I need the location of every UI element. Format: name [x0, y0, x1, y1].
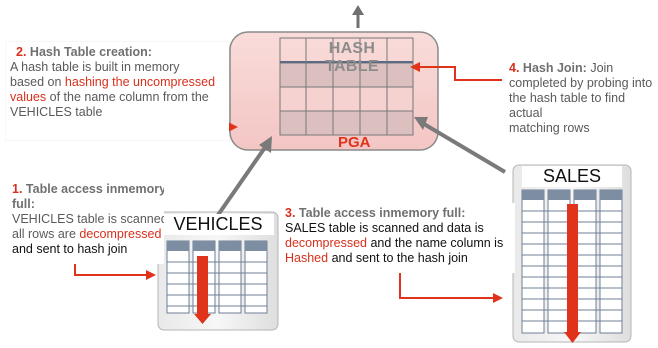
- step3-note: 3. Table access inmemory full: SALES tab…: [281, 203, 515, 273]
- step4-number: 4.: [509, 61, 520, 75]
- sales-scan-arrow: [564, 204, 581, 343]
- step1-highlight1: decompressed: [79, 227, 162, 241]
- sales-columns: [521, 189, 623, 334]
- sales-to-pga-arrow: [414, 117, 507, 174]
- step3-connector: [399, 268, 495, 299]
- step4-line3: the hash table to find actual: [509, 91, 626, 120]
- step2-note: 2. Hash Table creation: A hash table is …: [6, 42, 229, 140]
- step2-heading: Hash Table creation:: [29, 45, 152, 59]
- sales-table-name: SALES: [522, 166, 622, 187]
- vehicles-table-graphic: [157, 211, 279, 331]
- step4-line4: matching rows: [509, 121, 590, 135]
- step1-heading-a: Table access inmemory: [25, 182, 164, 196]
- step3-highlight2: Hashed: [285, 251, 329, 265]
- step2-line4: VEHICLES table: [10, 105, 103, 119]
- step3-number: 3.: [285, 206, 296, 220]
- step1-heading-b: full:: [12, 197, 35, 211]
- hash-table-grid: [279, 37, 414, 136]
- hash-table-title: HASH TABLE: [325, 40, 379, 75]
- step4-connector-head: [410, 62, 420, 72]
- step4-connector: [417, 66, 502, 81]
- step4-line1: Join: [590, 61, 614, 75]
- step4-line2: completed by probing into: [509, 76, 653, 90]
- step3-heading: Table access inmemory full:: [298, 206, 466, 220]
- step2-highlight2: values: [10, 90, 47, 104]
- step2-line3: of the name column from the: [49, 90, 209, 104]
- vehicles-scan-arrow: [194, 256, 211, 324]
- step1-note: 1. Table access inmemory full: VEHICLES …: [8, 180, 164, 264]
- step2-line1: A hash table is built in memory: [10, 60, 180, 74]
- step1-line3: and sent to hash join: [12, 242, 128, 256]
- step3-highlight1: decompressed: [285, 236, 367, 250]
- step2-highlight1: hashing the uncompressed: [64, 75, 216, 89]
- step1-line1: VEHICLES table is scanned: [12, 212, 164, 226]
- step4-note: 4. Hash Join: Join completed by probing …: [505, 58, 658, 135]
- vehicles-columns: [166, 240, 268, 314]
- step3-connector-head: [493, 293, 503, 303]
- step1-number: 1.: [12, 182, 23, 196]
- sales-table-graphic: [512, 164, 632, 343]
- step2-line2: based on: [10, 75, 62, 89]
- step4-heading: Hash Join:: [522, 61, 587, 75]
- step3-line1: SALES table is scanned and data is: [285, 221, 484, 235]
- step2-number: 2.: [16, 45, 27, 59]
- step2-connector-head: [228, 122, 238, 132]
- step3-line2: and the name column is: [370, 236, 504, 250]
- vehicles-to-pga-arrow: [216, 136, 272, 217]
- step3-line3: and sent to the hash join: [331, 251, 468, 265]
- step1-line2: all rows are: [12, 227, 76, 241]
- pga-label: PGA: [338, 134, 371, 151]
- step1-connector: [74, 262, 148, 276]
- step1-connector-head: [146, 270, 156, 280]
- output-arrow: [352, 5, 364, 28]
- vehicles-table-name: VEHICLES: [162, 214, 274, 235]
